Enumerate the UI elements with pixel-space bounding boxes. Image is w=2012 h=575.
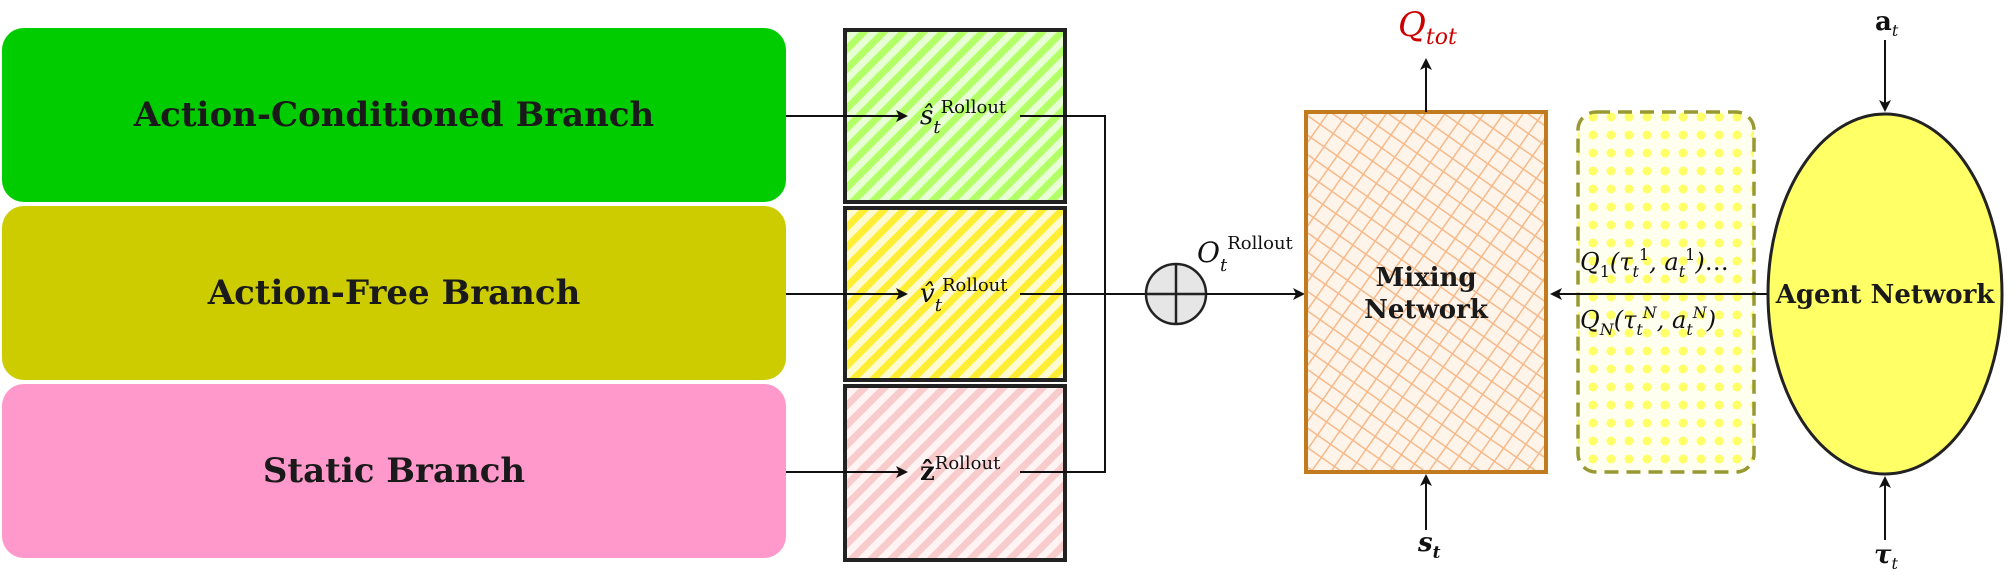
q-value-line2: QN(τtN, atN) <box>1580 303 1716 339</box>
rollout-label-v: v̂tRollout <box>920 275 1008 316</box>
branch-label-action-conditioned: Action-Conditioned Branch <box>133 95 655 135</box>
combined-label: OtRollout <box>1197 233 1294 276</box>
rollout-label-s: ŝtRollout <box>920 97 1007 138</box>
mixing-network-box <box>1304 110 1548 474</box>
agent-network-label: Agent Network <box>1775 280 1996 310</box>
tau-t-label: τt <box>1874 540 1899 573</box>
branch-action-conditioned: Action-Conditioned Branch <box>2 28 786 202</box>
mixing-label-line1: Mixing <box>1375 263 1476 293</box>
mixing-label-line2: Network <box>1364 295 1489 325</box>
q-values-box <box>1576 110 1756 474</box>
branch-action-free: Action-Free Branch <box>2 206 786 380</box>
s-t-label: st <box>1417 528 1441 563</box>
a-t-label: at <box>1875 7 1899 40</box>
q-tot-label: Qtot <box>1398 5 1457 50</box>
branch-label-static: Static Branch <box>262 451 526 491</box>
sum-node-icon <box>1144 262 1208 326</box>
agent-network-ellipse <box>1766 112 2004 476</box>
q-value-line1: Q1(τt1, at1)… <box>1580 245 1729 281</box>
branch-static: Static Branch <box>2 384 786 558</box>
branch-label-action-free: Action-Free Branch <box>207 273 581 313</box>
rollout-label-z: ẑRollout <box>920 453 1001 487</box>
